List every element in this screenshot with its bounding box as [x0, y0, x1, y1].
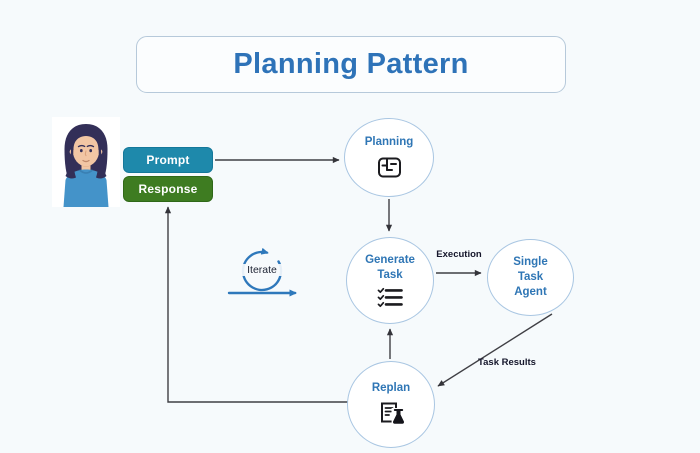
- task-results-label: Task Results: [478, 357, 536, 368]
- node-generate-task-label: Generate Task: [365, 254, 415, 281]
- node-planning-label: Planning: [364, 135, 414, 148]
- page-title: Planning Pattern: [233, 48, 469, 80]
- arrow-replan-to-response: [164, 206, 349, 403]
- arrow-agent-to-replan: [437, 313, 553, 387]
- execution-label: Execution: [436, 249, 482, 260]
- node-generate-task: Generate Task: [346, 237, 434, 324]
- node-replan-label: Replan: [371, 382, 411, 395]
- user-avatar-illustration: [52, 117, 120, 207]
- prompt-pill: Prompt: [123, 147, 213, 173]
- plan-board-icon: [377, 157, 401, 178]
- response-pill: Response: [123, 176, 213, 202]
- iterate-loop: Iterate: [226, 242, 306, 302]
- iterate-label: Iterate: [240, 264, 284, 276]
- user-avatar: [52, 117, 120, 207]
- node-planning: Planning: [344, 118, 434, 197]
- node-replan: Replan: [347, 361, 435, 448]
- experiment-report-icon: [380, 402, 405, 426]
- title-box: Planning Pattern: [136, 36, 566, 93]
- node-single-task-agent-label: Single Task Agent: [513, 256, 548, 298]
- node-single-task-agent: Single Task Agent: [487, 239, 574, 316]
- checklist-icon: [377, 287, 403, 307]
